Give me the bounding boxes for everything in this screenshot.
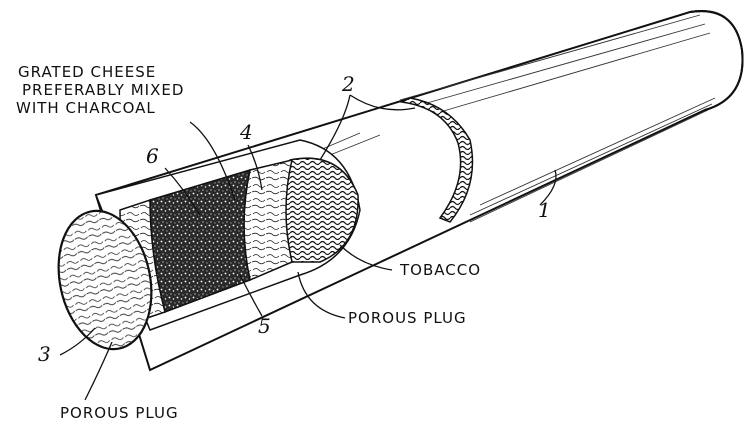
reference-numeral-4: 4 <box>240 120 254 144</box>
porous-plug-end-face <box>57 209 153 351</box>
label-porous-plug-inner: POROUS PLUG <box>348 309 467 327</box>
reference-numeral-2: 2 <box>342 72 356 96</box>
joint-band <box>399 97 474 223</box>
leader-lines <box>59 94 557 401</box>
tube-shading <box>319 14 716 223</box>
porous-plug-inner <box>243 158 294 282</box>
label-cheese-line-2: PREFERABLY MIXED <box>22 81 185 99</box>
reference-numeral-3: 3 <box>38 342 52 366</box>
reference-numeral-5: 5 <box>258 314 272 338</box>
label-tobacco: TOBACCO <box>400 261 482 279</box>
label-cheese-line-3: WITH CHARCOAL <box>16 99 156 117</box>
reference-numeral-1: 1 <box>538 198 552 222</box>
label-cheese-line-1: GRATED CHEESE <box>18 63 157 81</box>
reference-numeral-6: 6 <box>146 144 160 168</box>
tube-far-end <box>689 10 744 111</box>
label-porous-plug-outer: POROUS PLUG <box>60 404 179 422</box>
